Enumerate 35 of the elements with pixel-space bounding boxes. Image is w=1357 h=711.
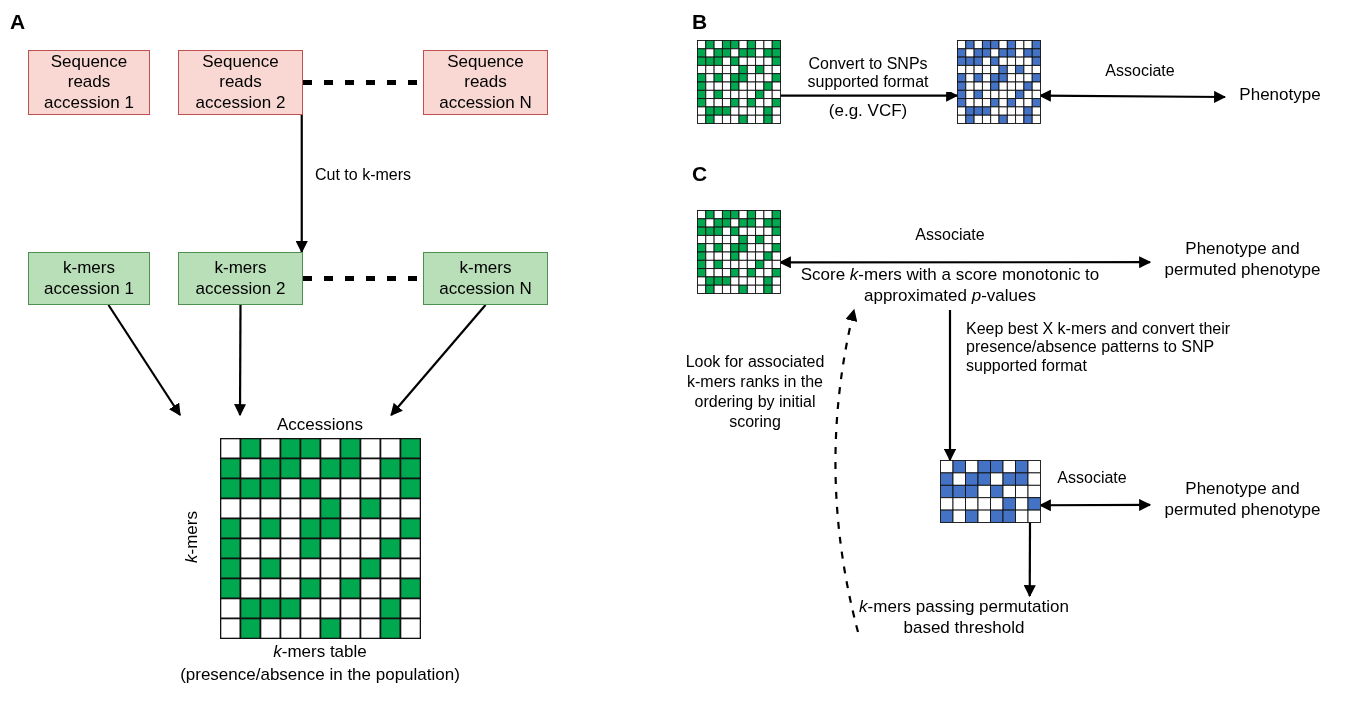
column-axis-label: Accessions (276, 415, 364, 436)
presence-absence-grid (940, 460, 1040, 522)
table-caption: k-mers table (272, 642, 368, 663)
arrow (778, 256, 1152, 269)
note-text: Look for associated k-mers ranks in the ordering by initial scoring (684, 352, 826, 432)
presence-absence-grid (697, 210, 780, 293)
panel-letter: A (10, 10, 26, 34)
note-text: (e.g. VCF) (827, 100, 909, 122)
arrow (390, 304, 487, 416)
text-label: Phenotype and permuted phenotype (1150, 478, 1335, 533)
arrow (1038, 498, 1152, 512)
row-axis-label: k-mers (182, 511, 202, 563)
arrow (234, 305, 247, 417)
presence-absence-grid (697, 40, 780, 123)
process-box: Sequence reads accession 2 (178, 50, 303, 115)
process-box: Sequence reads accession 1 (28, 50, 150, 115)
arrow (943, 310, 957, 462)
process-box: k-mers accession 1 (28, 252, 150, 305)
text-label: k-mers passing permutation based threshold (858, 596, 1070, 656)
dashed-arrow (834, 308, 860, 633)
presence-absence-grid (957, 40, 1040, 123)
arrow (1023, 522, 1036, 598)
panel-letter: C (692, 162, 708, 186)
process-box: k-mers accession 2 (178, 252, 303, 305)
text-label: Phenotype (1225, 84, 1335, 110)
text-label: Phenotype and permuted phenotype (1150, 238, 1335, 293)
process-box: Sequence reads accession N (423, 50, 548, 115)
arrow (780, 89, 959, 102)
table-caption: (presence/absence in the population) (179, 665, 461, 686)
text-label: Score k-mers with a score monotonic to approximated p-values (800, 264, 1100, 310)
panel-letter: B (692, 10, 708, 34)
arrow (107, 304, 181, 416)
arrow (295, 115, 308, 254)
process-box: k-mers accession N (423, 252, 548, 305)
arrow (1038, 89, 1227, 103)
